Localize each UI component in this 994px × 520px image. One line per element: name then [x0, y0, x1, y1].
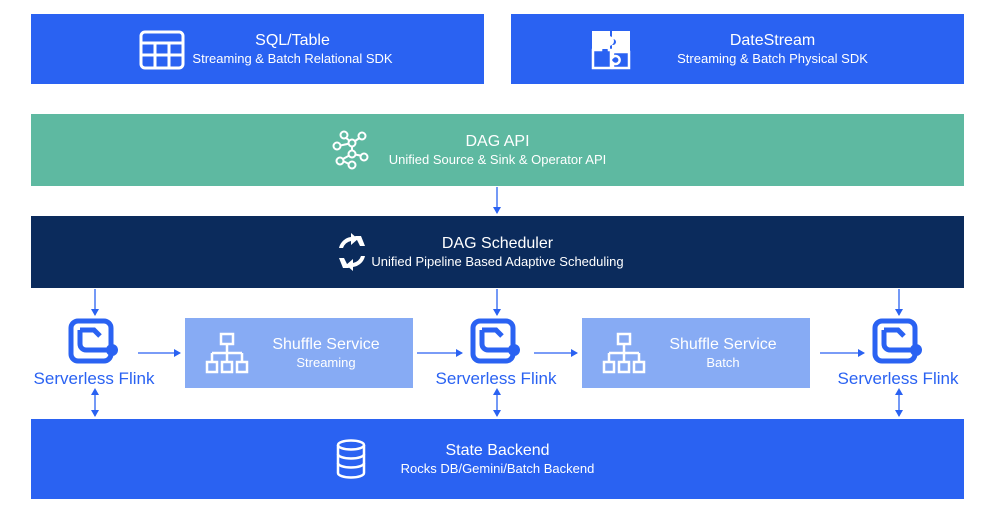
state-backend-block: State Backend Rocks DB/Gemini/Batch Back… [31, 419, 964, 499]
serverless-flink-label: Serverless Flink [33, 369, 155, 388]
shuffle-batch-subtitle: Batch [706, 354, 740, 370]
graph-icon [332, 130, 369, 170]
hierarchy-icon [602, 332, 646, 374]
sql-table-title: SQL/Table [255, 31, 330, 49]
puzzle-icon [591, 31, 631, 70]
flink-node-icon [68, 318, 118, 364]
dag-scheduler-subtitle: Unified Pipeline Based Adaptive Scheduli… [371, 253, 624, 269]
dag-api-title: DAG API [465, 132, 530, 150]
table-icon [139, 30, 185, 70]
datestream-subtitle: Streaming & Batch Physical SDK [677, 50, 868, 66]
state-backend-title: State Backend [445, 441, 550, 459]
hierarchy-icon [205, 332, 249, 374]
datestream-title: DateStream [729, 31, 816, 49]
shuffle-streaming-title: Shuffle Service [272, 335, 380, 353]
serverless-flink-label: Serverless Flink [837, 369, 959, 388]
shuffle-streaming-block: Shuffle Service Streaming [185, 318, 413, 388]
refresh-cycle-icon [339, 233, 365, 271]
flink-node-icon [470, 318, 520, 364]
serverless-flink-node-1: Serverless Flink [26, 318, 162, 389]
dag-scheduler-block: DAG Scheduler Unified Pipeline Based Ada… [31, 216, 964, 288]
dag-api-block: DAG API Unified Source & Sink & Operator… [31, 114, 964, 186]
sql-table-block: SQL/Table Streaming & Batch Relational S… [31, 14, 484, 84]
serverless-flink-node-3: Serverless Flink [830, 318, 966, 389]
database-icon [336, 439, 366, 479]
state-backend-subtitle: Rocks DB/Gemini/Batch Backend [400, 460, 595, 476]
shuffle-batch-title: Shuffle Service [669, 335, 777, 353]
sql-table-subtitle: Streaming & Batch Relational SDK [192, 50, 393, 66]
dag-api-subtitle: Unified Source & Sink & Operator API [388, 151, 607, 167]
shuffle-batch-block: Shuffle Service Batch [582, 318, 810, 388]
serverless-flink-node-2: Serverless Flink [428, 318, 564, 389]
shuffle-streaming-subtitle: Streaming [296, 354, 356, 370]
serverless-flink-label: Serverless Flink [435, 369, 557, 388]
datestream-block: DateStream Streaming & Batch Physical SD… [511, 14, 964, 84]
flink-node-icon [872, 318, 922, 364]
dag-scheduler-title: DAG Scheduler [441, 234, 554, 252]
